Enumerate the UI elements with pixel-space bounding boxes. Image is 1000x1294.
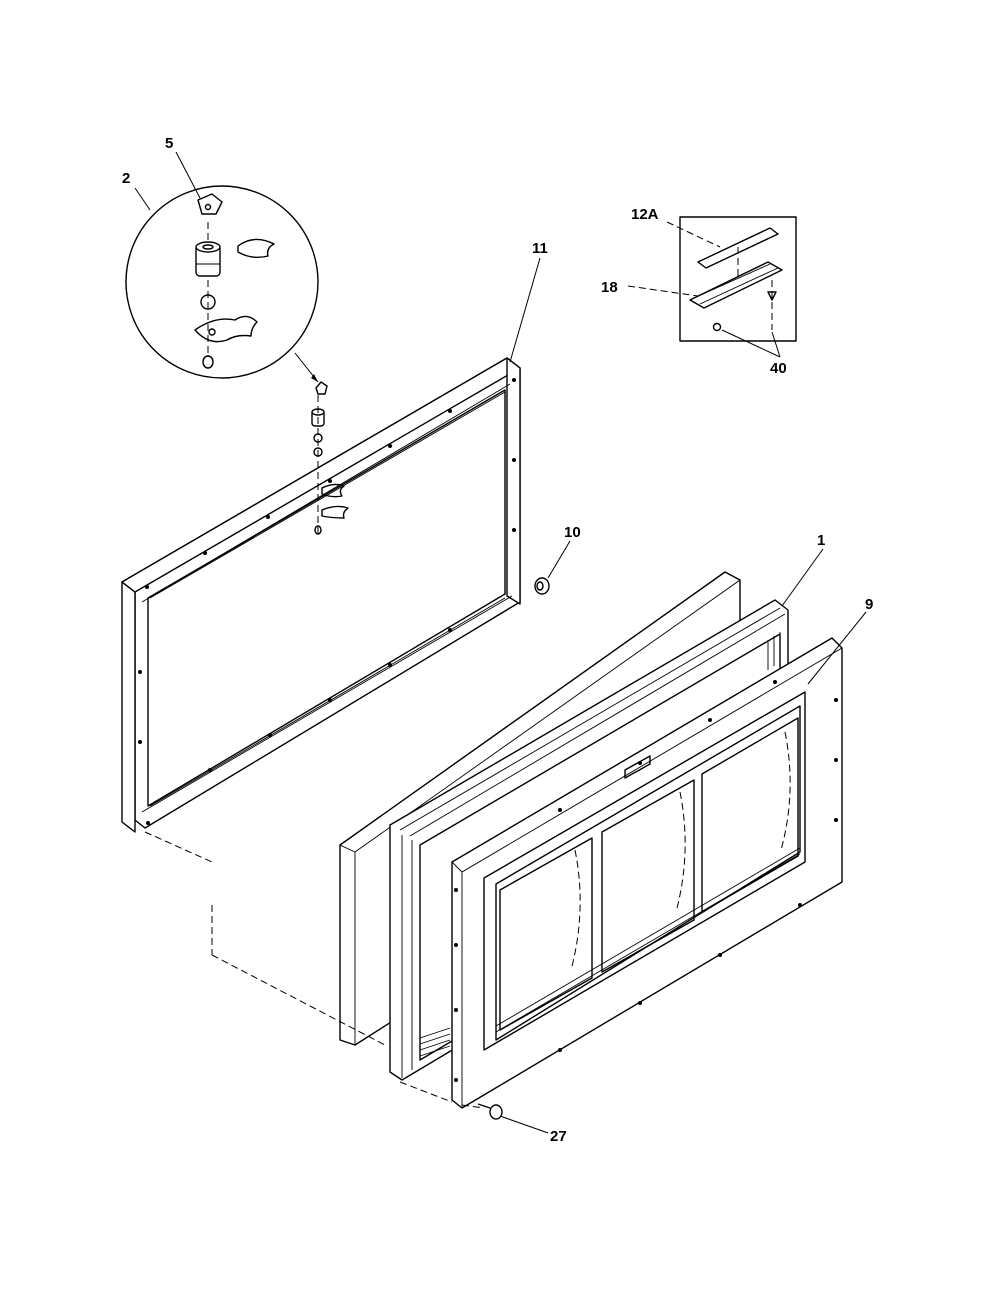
hinge-assembly: [311, 381, 349, 535]
hinge-detail-circle: [125, 185, 319, 383]
callout-1: 1: [817, 532, 825, 549]
callout-18: 18: [601, 279, 618, 296]
callout-27: 27: [550, 1128, 567, 1145]
callout-5: 5: [165, 135, 173, 152]
door-screw: [477, 1103, 503, 1120]
outer-door-panel: [451, 637, 843, 1109]
callout-9: 9: [865, 596, 873, 613]
assembly-lines: [144, 831, 485, 1109]
callout-11: 11: [532, 240, 548, 257]
door-bumper: [534, 577, 550, 595]
callout-2: 2: [122, 170, 130, 187]
callout-10: 10: [564, 524, 581, 541]
callout-12a: 12A: [631, 206, 659, 223]
callout-40: 40: [770, 360, 787, 377]
handle-detail-box: [679, 216, 797, 342]
callout-leaders: [134, 151, 867, 1134]
door-liner-frame: [121, 357, 521, 833]
